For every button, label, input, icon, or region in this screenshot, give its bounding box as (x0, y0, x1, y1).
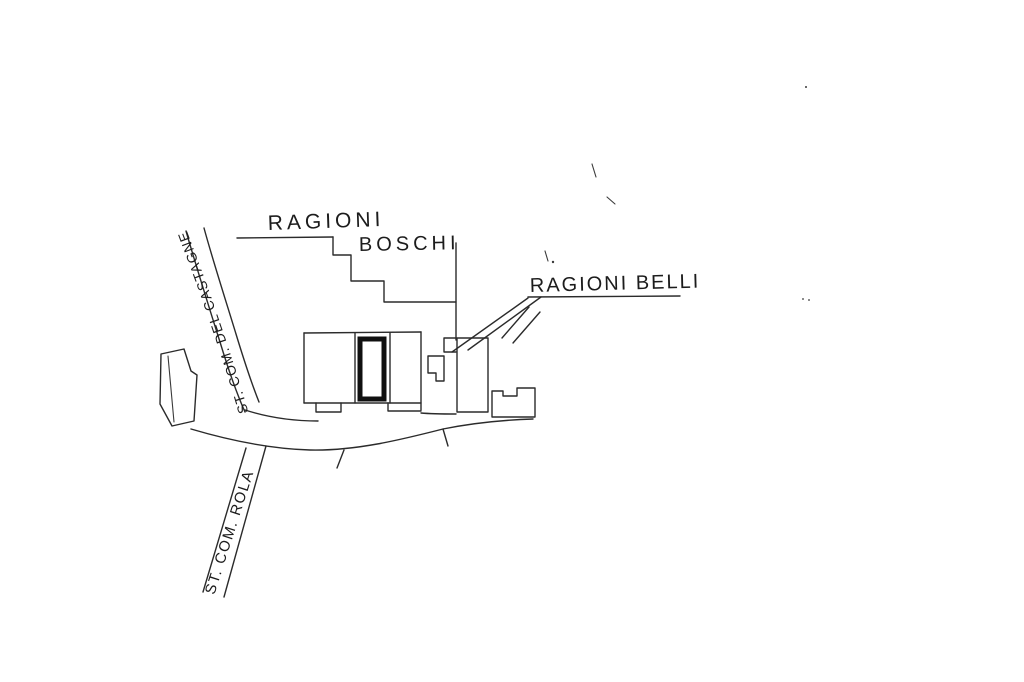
scan-speckle-4 (551, 260, 555, 264)
scan-speckle-2 (606, 196, 616, 205)
scan-speckle-1 (591, 163, 597, 178)
label-boschi: BOSCHI (359, 232, 460, 256)
right-building-top-step (443, 337, 457, 353)
scan-speckle-7 (808, 299, 810, 301)
right-building-outline (455, 337, 489, 413)
ragioni-belli-leader-1 (451, 297, 529, 353)
subject-parcel-highlight (357, 336, 387, 402)
right-building-annex (427, 355, 445, 382)
ragioni-belli-leader-2 (467, 296, 542, 351)
stepped-parcel-boundary (332, 236, 457, 303)
road-main-top-edge-right (420, 412, 457, 415)
label-ragioni: RAGIONI (267, 208, 384, 235)
ragioni-label-underline (236, 236, 334, 239)
left-building-outline (159, 348, 198, 427)
road-main-bottom-edge (190, 418, 534, 451)
scan-speckle-5 (805, 86, 807, 88)
road-tick-2 (442, 428, 449, 447)
road-tick-1 (336, 449, 345, 469)
scan-speckle-3 (544, 250, 549, 262)
label-ragioni-belli: RAGIONI BELLI (530, 271, 701, 297)
boundary-slant-2 (512, 311, 541, 344)
road-rola-right-edge (223, 445, 267, 598)
road-castagne-right-edge (203, 227, 260, 403)
main-building-notch (315, 402, 342, 413)
small-right-building-outline (491, 387, 536, 418)
boundary-slant-1 (501, 306, 530, 339)
main-building-top-edge (303, 331, 422, 334)
left-building-internal-line (167, 355, 175, 423)
main-building-lower-step (387, 402, 422, 412)
scan-speckle-6 (802, 298, 804, 300)
road-main-top-edge-left (244, 409, 319, 422)
road-rola-left-edge (202, 447, 247, 593)
road-castagne-left-edge (185, 230, 246, 413)
ragioni-belli-underline (527, 295, 681, 298)
